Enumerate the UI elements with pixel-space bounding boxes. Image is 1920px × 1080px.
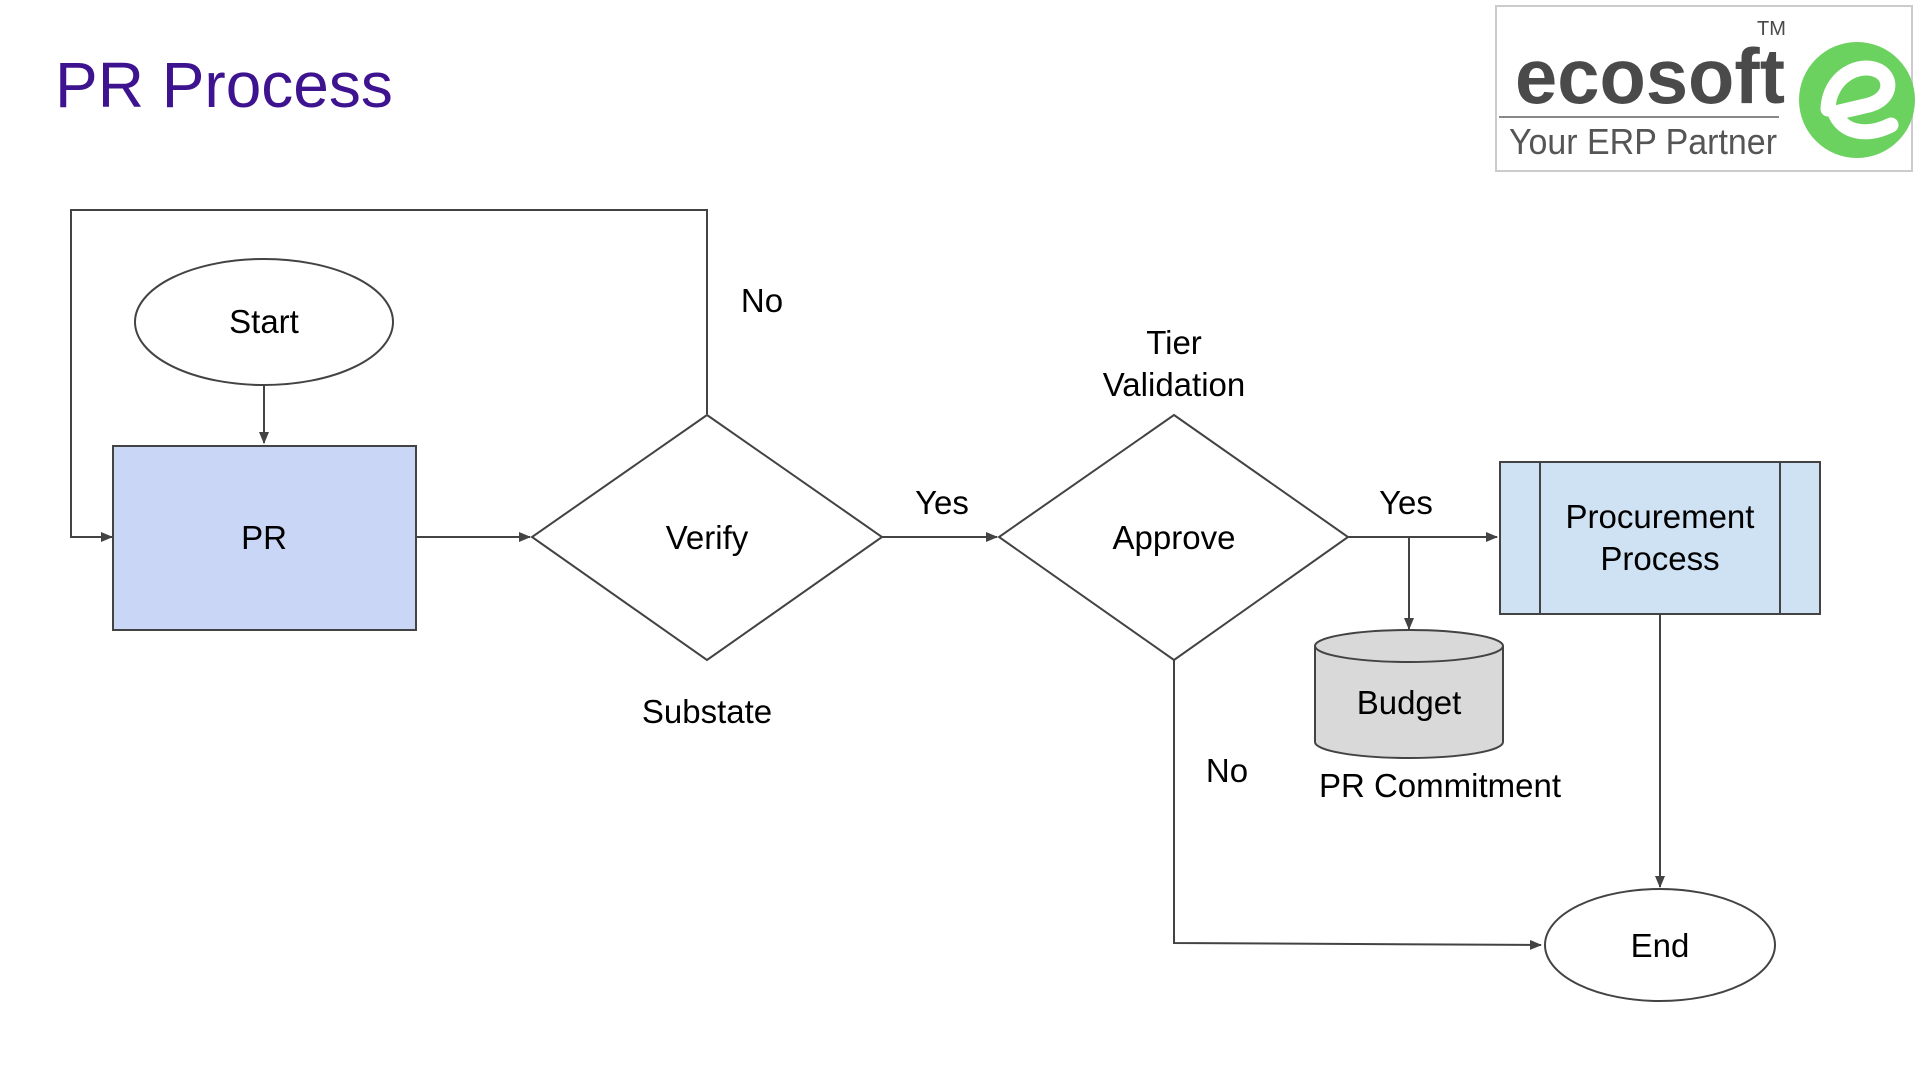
edge-label-verify-yes: Yes bbox=[915, 484, 969, 521]
procurement-label-line1: Procurement bbox=[1566, 498, 1755, 535]
verify-node: Verify bbox=[530, 413, 884, 662]
page-title: PR Process bbox=[55, 49, 393, 121]
pr-label: PR bbox=[241, 519, 287, 556]
verify-label: Verify bbox=[666, 519, 749, 556]
approve-caption-tier: Tier bbox=[1146, 324, 1202, 361]
connectors bbox=[70, 209, 1665, 950]
start-label: Start bbox=[229, 303, 299, 340]
procurement-label-line2: Process bbox=[1600, 540, 1719, 577]
budget-caption-pr-commitment: PR Commitment bbox=[1319, 767, 1561, 804]
pr-node: PR bbox=[112, 445, 417, 631]
logo-wordmark: ecosoft bbox=[1515, 32, 1785, 120]
budget-database-node: Budget bbox=[1314, 629, 1504, 759]
approve-label: Approve bbox=[1113, 519, 1236, 556]
edge-label-approve-no: No bbox=[1206, 752, 1248, 789]
edge-label-verify-no: No bbox=[741, 282, 783, 319]
end-label: End bbox=[1631, 927, 1690, 964]
ecosoft-logo: ecosoft TM Your ERP Partner bbox=[1495, 5, 1915, 172]
procurement-process-node: Procurement Process bbox=[1499, 461, 1821, 615]
end-node: End bbox=[1544, 888, 1776, 1002]
connector-verify-no-loop bbox=[70, 209, 708, 542]
verify-caption-substate: Substate bbox=[642, 693, 772, 730]
logo-tagline: Your ERP Partner bbox=[1509, 121, 1777, 162]
ecosoft-emblem-icon bbox=[1799, 42, 1915, 158]
connector-approve-no-to-end bbox=[1173, 660, 1542, 950]
approve-node: Approve bbox=[997, 413, 1350, 662]
edge-label-approve-yes: Yes bbox=[1379, 484, 1433, 521]
approve-caption-validation: Validation bbox=[1103, 366, 1246, 403]
budget-label: Budget bbox=[1357, 684, 1462, 721]
start-node: Start bbox=[134, 258, 394, 386]
logo-trademark: TM bbox=[1757, 18, 1786, 40]
